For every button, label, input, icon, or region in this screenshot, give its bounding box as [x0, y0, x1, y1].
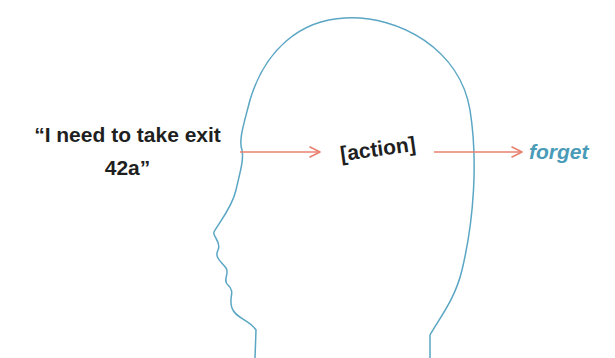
head-outline — [214, 18, 474, 358]
outcome-text: forget — [529, 139, 589, 165]
quote-text: “I need to take exit 42a” — [20, 118, 235, 184]
input-arrow — [240, 151, 320, 153]
action-text: [action] — [339, 131, 418, 167]
output-arrow — [434, 151, 522, 153]
